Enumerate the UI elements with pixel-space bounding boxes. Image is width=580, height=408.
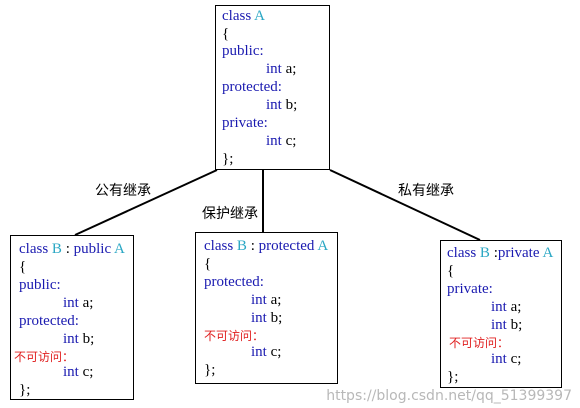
private-derived-box: class B :private A { private: int a; int…	[440, 240, 562, 388]
derived-header: class B : protected A	[204, 238, 329, 254]
private-label: private:	[447, 281, 493, 297]
watermark: https://blog.csdn.net/qq_51399397	[326, 388, 572, 404]
private-inheritance-line	[329, 169, 481, 241]
member-b: int b;	[266, 97, 298, 113]
open-brace: {	[447, 263, 455, 279]
base-class-header: class A	[222, 8, 265, 25]
inaccessible-label: 不可访问：	[204, 329, 265, 343]
member-a: int a;	[63, 295, 94, 311]
member-c: int c;	[266, 133, 297, 149]
member-b: int b;	[63, 331, 95, 347]
base-class-box: class A { public: int a; protected: int …	[215, 5, 330, 170]
protected-label: protected:	[204, 274, 264, 290]
class-keyword: class	[222, 8, 252, 24]
open-brace: {	[222, 26, 230, 42]
private-label: private:	[222, 115, 268, 131]
derived-header: class B :private A	[447, 245, 554, 261]
member-c: int c;	[491, 351, 522, 367]
protected-label: protected:	[19, 313, 79, 329]
member-b: int b;	[251, 310, 283, 326]
protected-inheritance-label: 保护继承	[202, 206, 258, 222]
protected-label: protected:	[222, 79, 282, 95]
member-a: int a;	[491, 299, 522, 315]
member-b: int b;	[491, 317, 523, 333]
member-c: int c;	[63, 364, 94, 380]
inaccessible-label: 不可访问：	[449, 336, 510, 350]
derived-header: class B : public A	[19, 241, 125, 257]
public-label: public:	[222, 43, 264, 59]
open-brace: {	[19, 259, 27, 275]
public-inheritance-line	[74, 169, 218, 236]
member-c: int c;	[251, 344, 282, 360]
public-inheritance-label: 公有继承	[95, 183, 151, 199]
close-brace: };	[204, 362, 216, 378]
close-brace: };	[447, 369, 459, 385]
close-brace: };	[19, 382, 31, 398]
inaccessible-label: 不可访问：	[14, 350, 75, 364]
public-derived-box: class B : public A { public: int a; prot…	[10, 235, 134, 400]
open-brace: {	[204, 256, 212, 272]
public-label: public:	[19, 277, 61, 293]
class-name: A	[254, 8, 265, 24]
close-brace: };	[222, 151, 234, 167]
member-a: int a;	[266, 61, 297, 77]
protected-derived-box: class B : protected A { protected: int a…	[195, 232, 338, 384]
member-a: int a;	[251, 292, 282, 308]
private-inheritance-label: 私有继承	[398, 183, 454, 199]
